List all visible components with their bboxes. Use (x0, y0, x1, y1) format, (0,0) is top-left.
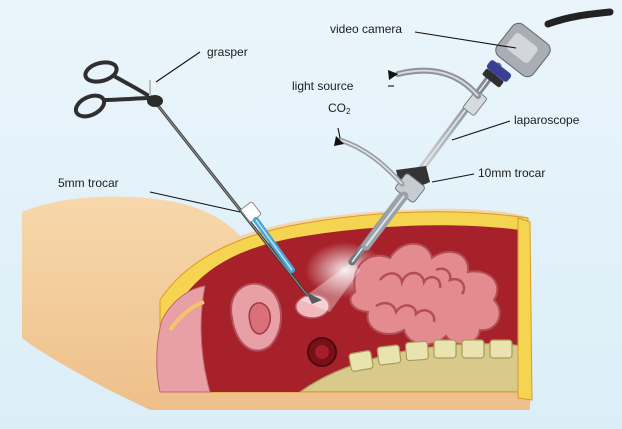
label-laparoscope: laparoscope (514, 113, 580, 127)
intestines (349, 242, 501, 346)
trocar-10mm (361, 166, 430, 251)
light-source-arrow (388, 70, 398, 80)
label-10mm-trocar: 10mm trocar (478, 166, 546, 180)
video-camera-device (482, 8, 614, 88)
muscle-band (168, 300, 205, 332)
leader-lines (149, 31, 517, 213)
spine (298, 339, 520, 392)
cut-edge (517, 217, 533, 401)
label-co2-base: CO (328, 101, 346, 115)
co2-arrow (334, 136, 344, 146)
pelvic-organs (230, 282, 337, 367)
label-co2-subscript: 2 (346, 107, 351, 116)
grasper-instrument (73, 60, 322, 304)
label-5mm-trocar: 5mm trocar (58, 176, 119, 190)
co2-tube (337, 137, 405, 187)
pelvic-wall (156, 285, 211, 393)
label-video-camera: video camera (330, 22, 403, 36)
label-grasper: grasper (207, 45, 248, 59)
label-co2: CO2 (328, 101, 350, 119)
trocar-5mm (240, 201, 295, 273)
label-light-source: light source (292, 79, 354, 93)
